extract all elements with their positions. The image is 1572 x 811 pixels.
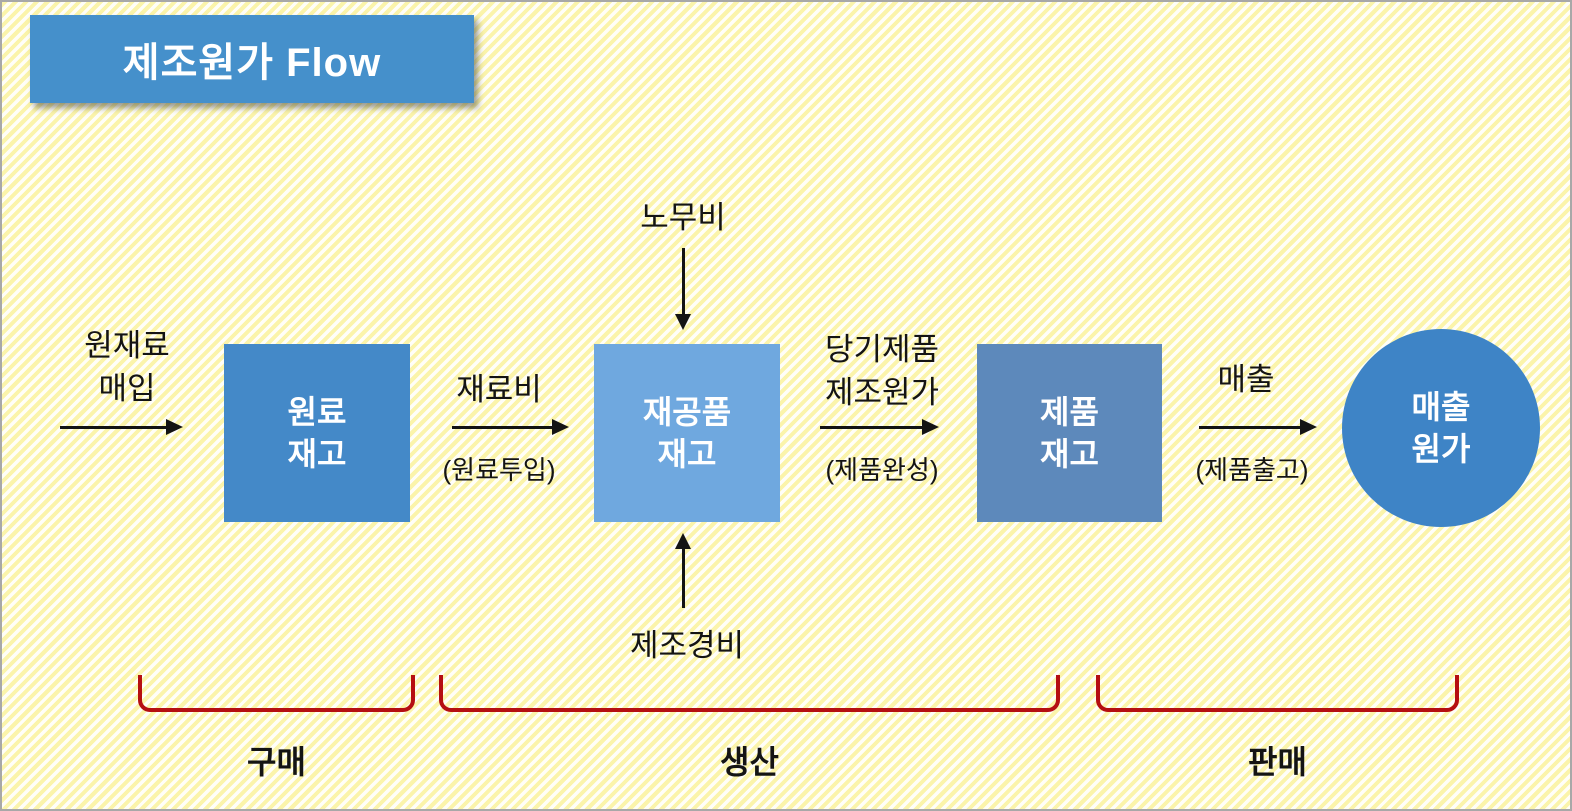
brace-production	[439, 675, 1060, 712]
label-raw-material-purchase: 원재료 매입	[84, 328, 170, 406]
label-labor-cost: 노무비	[640, 200, 726, 235]
label-sales: 매출	[1217, 362, 1275, 397]
node-label: 재공품 재고	[642, 394, 732, 472]
phase-label-purchase: 구매	[247, 744, 306, 780]
phase-label-production: 생산	[720, 744, 779, 780]
arrow-cost-of-goods-manufactured	[820, 419, 939, 435]
node-label: 원료 재고	[287, 394, 347, 472]
page-title: 제조원가 Flow	[122, 41, 382, 85]
node-label: 매출 원가	[1411, 389, 1471, 467]
label-manufacturing-overhead: 제조경비	[629, 628, 745, 663]
node-finished-goods-inventory: 제품 재고	[977, 344, 1162, 522]
node-cost-of-sales: 매출 원가	[1342, 329, 1540, 527]
node-raw-material-inventory: 원료 재고	[224, 344, 410, 522]
label-cost-of-goods-manufactured: 당기제품 제조원가	[824, 332, 940, 410]
arrow-sales	[1199, 419, 1317, 435]
node-wip-inventory: 재공품 재고	[594, 344, 780, 522]
arrow-material-cost	[452, 419, 569, 435]
phase-label-sales: 판매	[1248, 744, 1307, 780]
brace-sales	[1096, 675, 1459, 712]
title-box: 제조원가 Flow	[30, 15, 474, 103]
label-material-cost: 재료비	[456, 372, 542, 407]
arrow-raw-material-purchase	[60, 419, 183, 435]
sublabel-product-shipment: (제품출고)	[1195, 455, 1309, 485]
node-label: 제품 재고	[1040, 394, 1099, 472]
arrow-overhead-up	[675, 533, 691, 608]
sublabel-product-completion: (제품완성)	[825, 455, 939, 485]
arrow-labor-cost-down	[675, 248, 691, 330]
brace-purchase	[138, 675, 415, 712]
sublabel-material-input: (원료투입)	[442, 455, 556, 485]
